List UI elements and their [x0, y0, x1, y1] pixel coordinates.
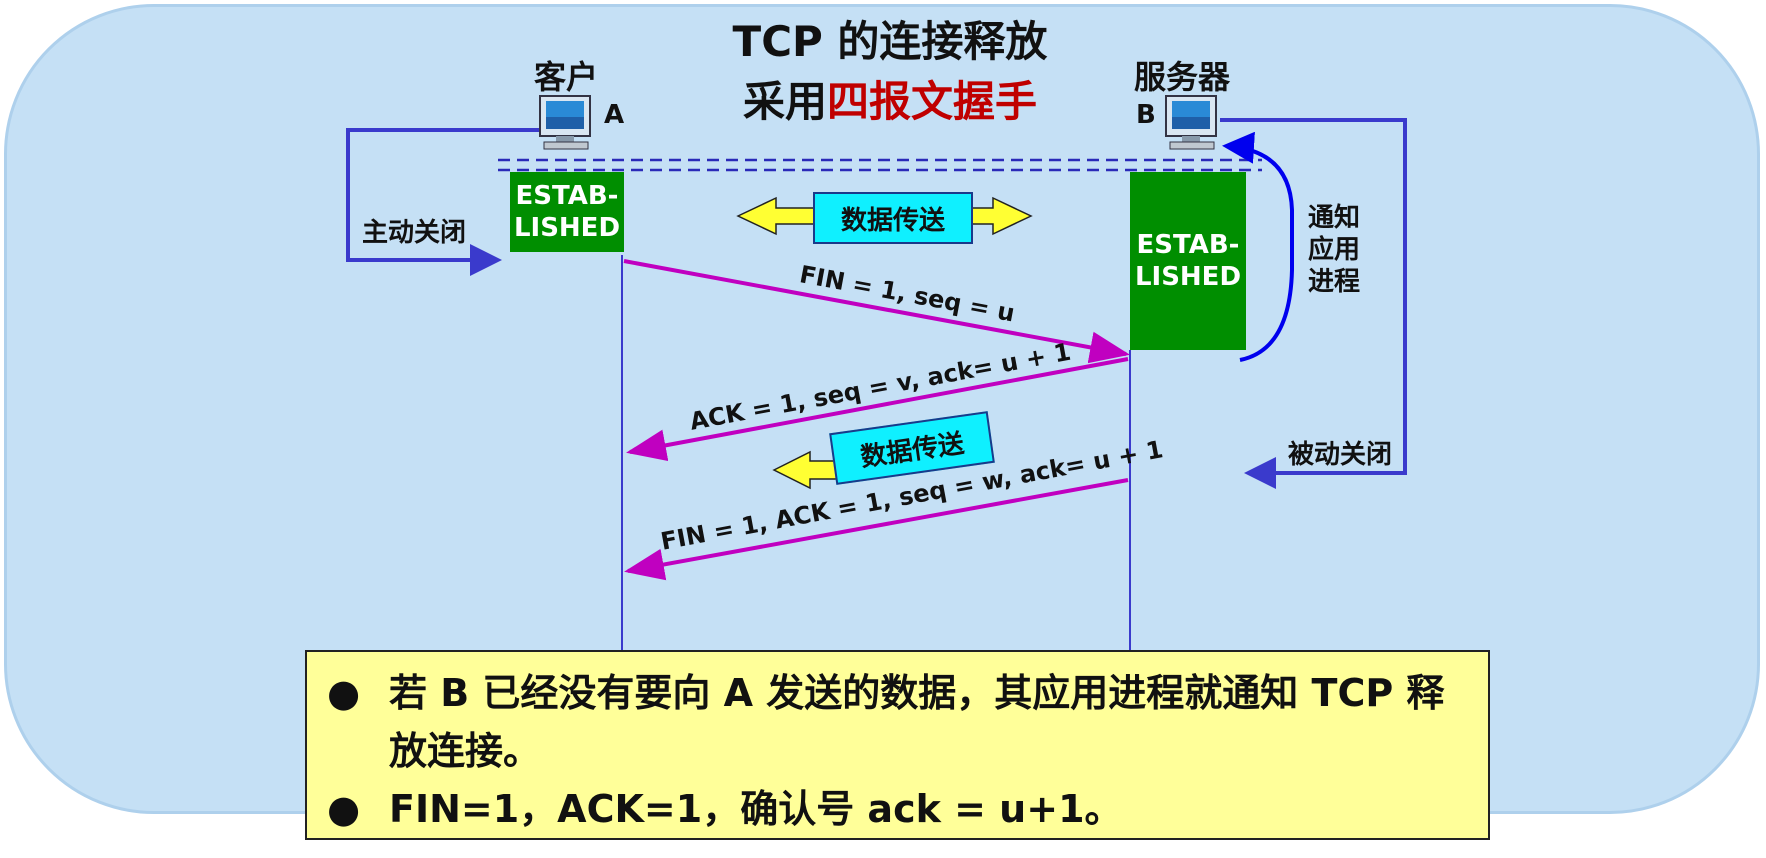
notify-app-line2: 应用 — [1308, 235, 1361, 265]
ack-arrow — [626, 357, 1129, 462]
client-monitor-icon — [539, 95, 591, 150]
client-state-line2: LISHED — [513, 213, 621, 243]
title-line-2: 采用四报文握手 — [700, 78, 1080, 126]
title-prefix: 采用 — [742, 77, 827, 126]
server-name-label: B — [1136, 100, 1156, 130]
client-state-line1: ESTAB- — [515, 181, 619, 211]
fin-ack-arrow — [624, 478, 1129, 581]
server-state-line1: ESTAB- — [1136, 230, 1240, 260]
data-transfer-tag-1: 数据传送 — [813, 192, 973, 244]
client-state-box: ESTAB-LISHED — [510, 172, 624, 252]
passive-close-label: 被动关闭 — [1288, 440, 1393, 470]
server-role-label: 服务器 — [1134, 58, 1231, 96]
server-state-line2: LISHED — [1134, 262, 1242, 292]
server-monitor-icon — [1165, 95, 1217, 150]
note-item: ● 若 B 已经没有要向 A 发送的数据，其应用进程就通知 TCP 释放连接。 — [327, 664, 1468, 780]
passive-close-arrow — [1220, 118, 1407, 489]
notify-app-line3: 进程 — [1308, 267, 1361, 297]
bullet-icon: ● — [327, 671, 361, 715]
active-close-label: 主动关闭 — [362, 218, 467, 248]
client-name-label: A — [604, 100, 625, 130]
bullet-icon: ● — [327, 787, 361, 831]
note-text-1: 若 B 已经没有要向 A 发送的数据，其应用进程就通知 TCP 释放连接。 — [389, 671, 1445, 773]
client-role-label: 客户 — [534, 58, 599, 96]
title-highlight: 四报文握手 — [827, 77, 1038, 126]
title-line-1: TCP 的连接释放 — [732, 17, 1048, 66]
active-close-arrow — [346, 128, 540, 276]
server-state-box: ESTAB-LISHED — [1130, 172, 1246, 350]
note-item: ● FIN=1，ACK=1，确认号 ack = u+1。 — [327, 780, 1468, 838]
note-text-2: FIN=1，ACK=1，确认号 ack = u+1。 — [389, 787, 1123, 831]
note-box: ● 若 B 已经没有要向 A 发送的数据，其应用进程就通知 TCP 释放连接。 … — [305, 650, 1490, 840]
notify-app-arrow — [1222, 131, 1294, 362]
notify-app-line1: 通知 — [1308, 203, 1361, 233]
notify-app-label: 通知 应用 进程 — [1308, 202, 1360, 298]
fin-arrow — [623, 259, 1130, 364]
